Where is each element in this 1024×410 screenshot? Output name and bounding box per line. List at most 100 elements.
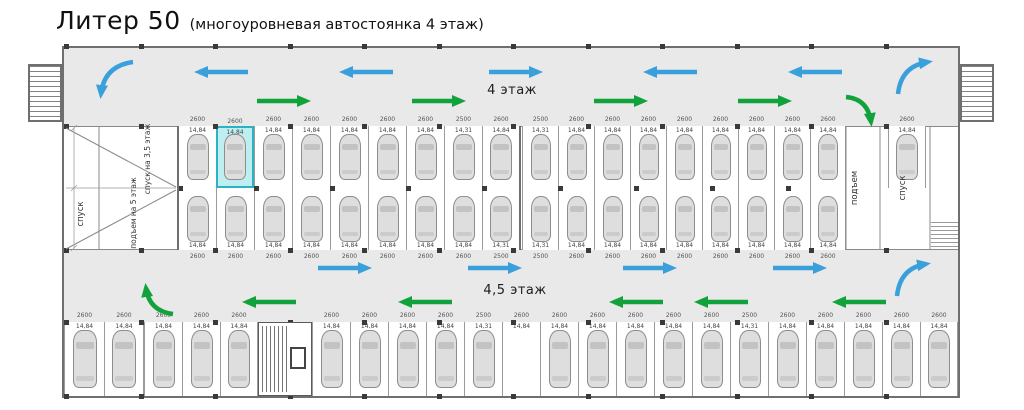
stall-width-dimension: 2600 xyxy=(417,253,434,260)
car-top-view xyxy=(776,330,799,388)
car-top-view xyxy=(638,196,659,242)
car-top-view xyxy=(818,134,838,180)
stall-area-label: 14,84 xyxy=(226,129,244,136)
stall-width-dimension: 2600 xyxy=(899,116,915,123)
structural-column xyxy=(809,320,814,325)
stall-area-label: 14,84 xyxy=(75,323,94,330)
stall-width-dimension: 2600 xyxy=(551,312,568,319)
stall-width-dimension: 2600 xyxy=(265,253,282,260)
stairwell-left xyxy=(28,64,62,122)
stall-width-dimension: 2600 xyxy=(712,253,729,260)
stall-width-dimension: 2600 xyxy=(399,312,416,319)
stall-width-dimension: 2500 xyxy=(532,253,549,260)
structural-column xyxy=(362,394,367,399)
stall-area-label: 14,84 xyxy=(302,242,321,249)
car-top-view xyxy=(602,196,623,242)
car-top-view xyxy=(530,196,551,242)
drawing-title: Литер 50 (многоуровневая автостоянка 4 э… xyxy=(56,6,484,35)
structural-column xyxy=(288,44,293,49)
car-top-view xyxy=(112,330,136,388)
stall-width-dimension: 2600 xyxy=(193,312,210,319)
structural-column xyxy=(511,124,516,129)
car-top-view xyxy=(638,134,659,180)
stall-area-label: 14,84 xyxy=(626,323,645,330)
car-top-view xyxy=(710,134,731,180)
stall-area-label: 14,84 xyxy=(567,127,586,134)
stall-width-dimension: 2600 xyxy=(341,116,358,123)
stall-area-label: 14,84 xyxy=(819,242,837,249)
structural-column xyxy=(809,124,814,129)
stair-core xyxy=(258,322,312,396)
car-top-view xyxy=(782,196,803,242)
car-top-view xyxy=(746,134,767,180)
stall-area-label: 14,31 xyxy=(454,127,473,134)
car-top-view xyxy=(190,330,213,388)
stall-width-dimension: 2600 xyxy=(784,253,801,260)
car-top-view xyxy=(472,330,495,388)
parking-stall: 2600 14,84 xyxy=(558,116,594,188)
structural-column xyxy=(139,124,144,129)
title-subtitle: (многоуровневая автостоянка 4 этаж) xyxy=(189,17,484,33)
structural-column xyxy=(660,248,665,253)
car-top-view xyxy=(228,330,250,388)
car-top-view xyxy=(376,134,399,180)
stall-area-label: 14,84 xyxy=(492,127,510,134)
car-top-view xyxy=(434,330,457,388)
structural-column xyxy=(660,320,665,325)
stall-width-dimension: 2600 xyxy=(189,253,206,260)
stall-width-dimension: 2600 xyxy=(227,253,244,260)
structural-column xyxy=(139,44,144,49)
structural-column xyxy=(406,186,411,191)
structural-column xyxy=(558,186,563,191)
car-top-view xyxy=(548,330,571,388)
stall-width-dimension: 2500 xyxy=(493,253,509,260)
structural-column xyxy=(288,124,293,129)
structural-column xyxy=(735,394,740,399)
structural-column xyxy=(139,320,144,325)
stall-width-dimension: 2600 xyxy=(676,116,693,123)
stall-width-dimension: 2600 xyxy=(568,116,585,123)
stall-width-dimension: 2600 xyxy=(116,312,132,319)
stall-area-label: 14,84 xyxy=(898,127,916,134)
stair-treads xyxy=(262,326,288,392)
car-top-view xyxy=(358,330,381,388)
stall-area-label: 14,84 xyxy=(192,323,211,330)
car-top-view xyxy=(320,330,343,388)
floor-label-4-5: 4,5 этаж xyxy=(483,283,547,298)
ramp-label-ascent-5: подъем на 5 этаж xyxy=(129,177,138,249)
stall-area-label: 14,84 xyxy=(783,127,802,134)
structural-column xyxy=(884,394,889,399)
car-top-view xyxy=(700,330,723,388)
car-top-view xyxy=(896,134,918,180)
ramp-label-right-descent: спуск xyxy=(898,175,908,201)
car-top-view xyxy=(674,134,695,180)
stall-area-label: 14,84 xyxy=(711,242,730,249)
stall-area-label: 14,84 xyxy=(747,242,766,249)
structural-column xyxy=(884,44,889,49)
stall-area-label: 14,84 xyxy=(416,127,435,134)
structural-column xyxy=(362,320,367,325)
stall-width-dimension: 2500 xyxy=(741,312,758,319)
stall-area-label: 14,84 xyxy=(398,323,417,330)
car-top-view xyxy=(662,330,685,388)
stall-width-dimension: 2600 xyxy=(513,312,530,319)
stall-width-dimension: 2600 xyxy=(665,312,682,319)
stall-width-dimension: 2600 xyxy=(640,116,657,123)
